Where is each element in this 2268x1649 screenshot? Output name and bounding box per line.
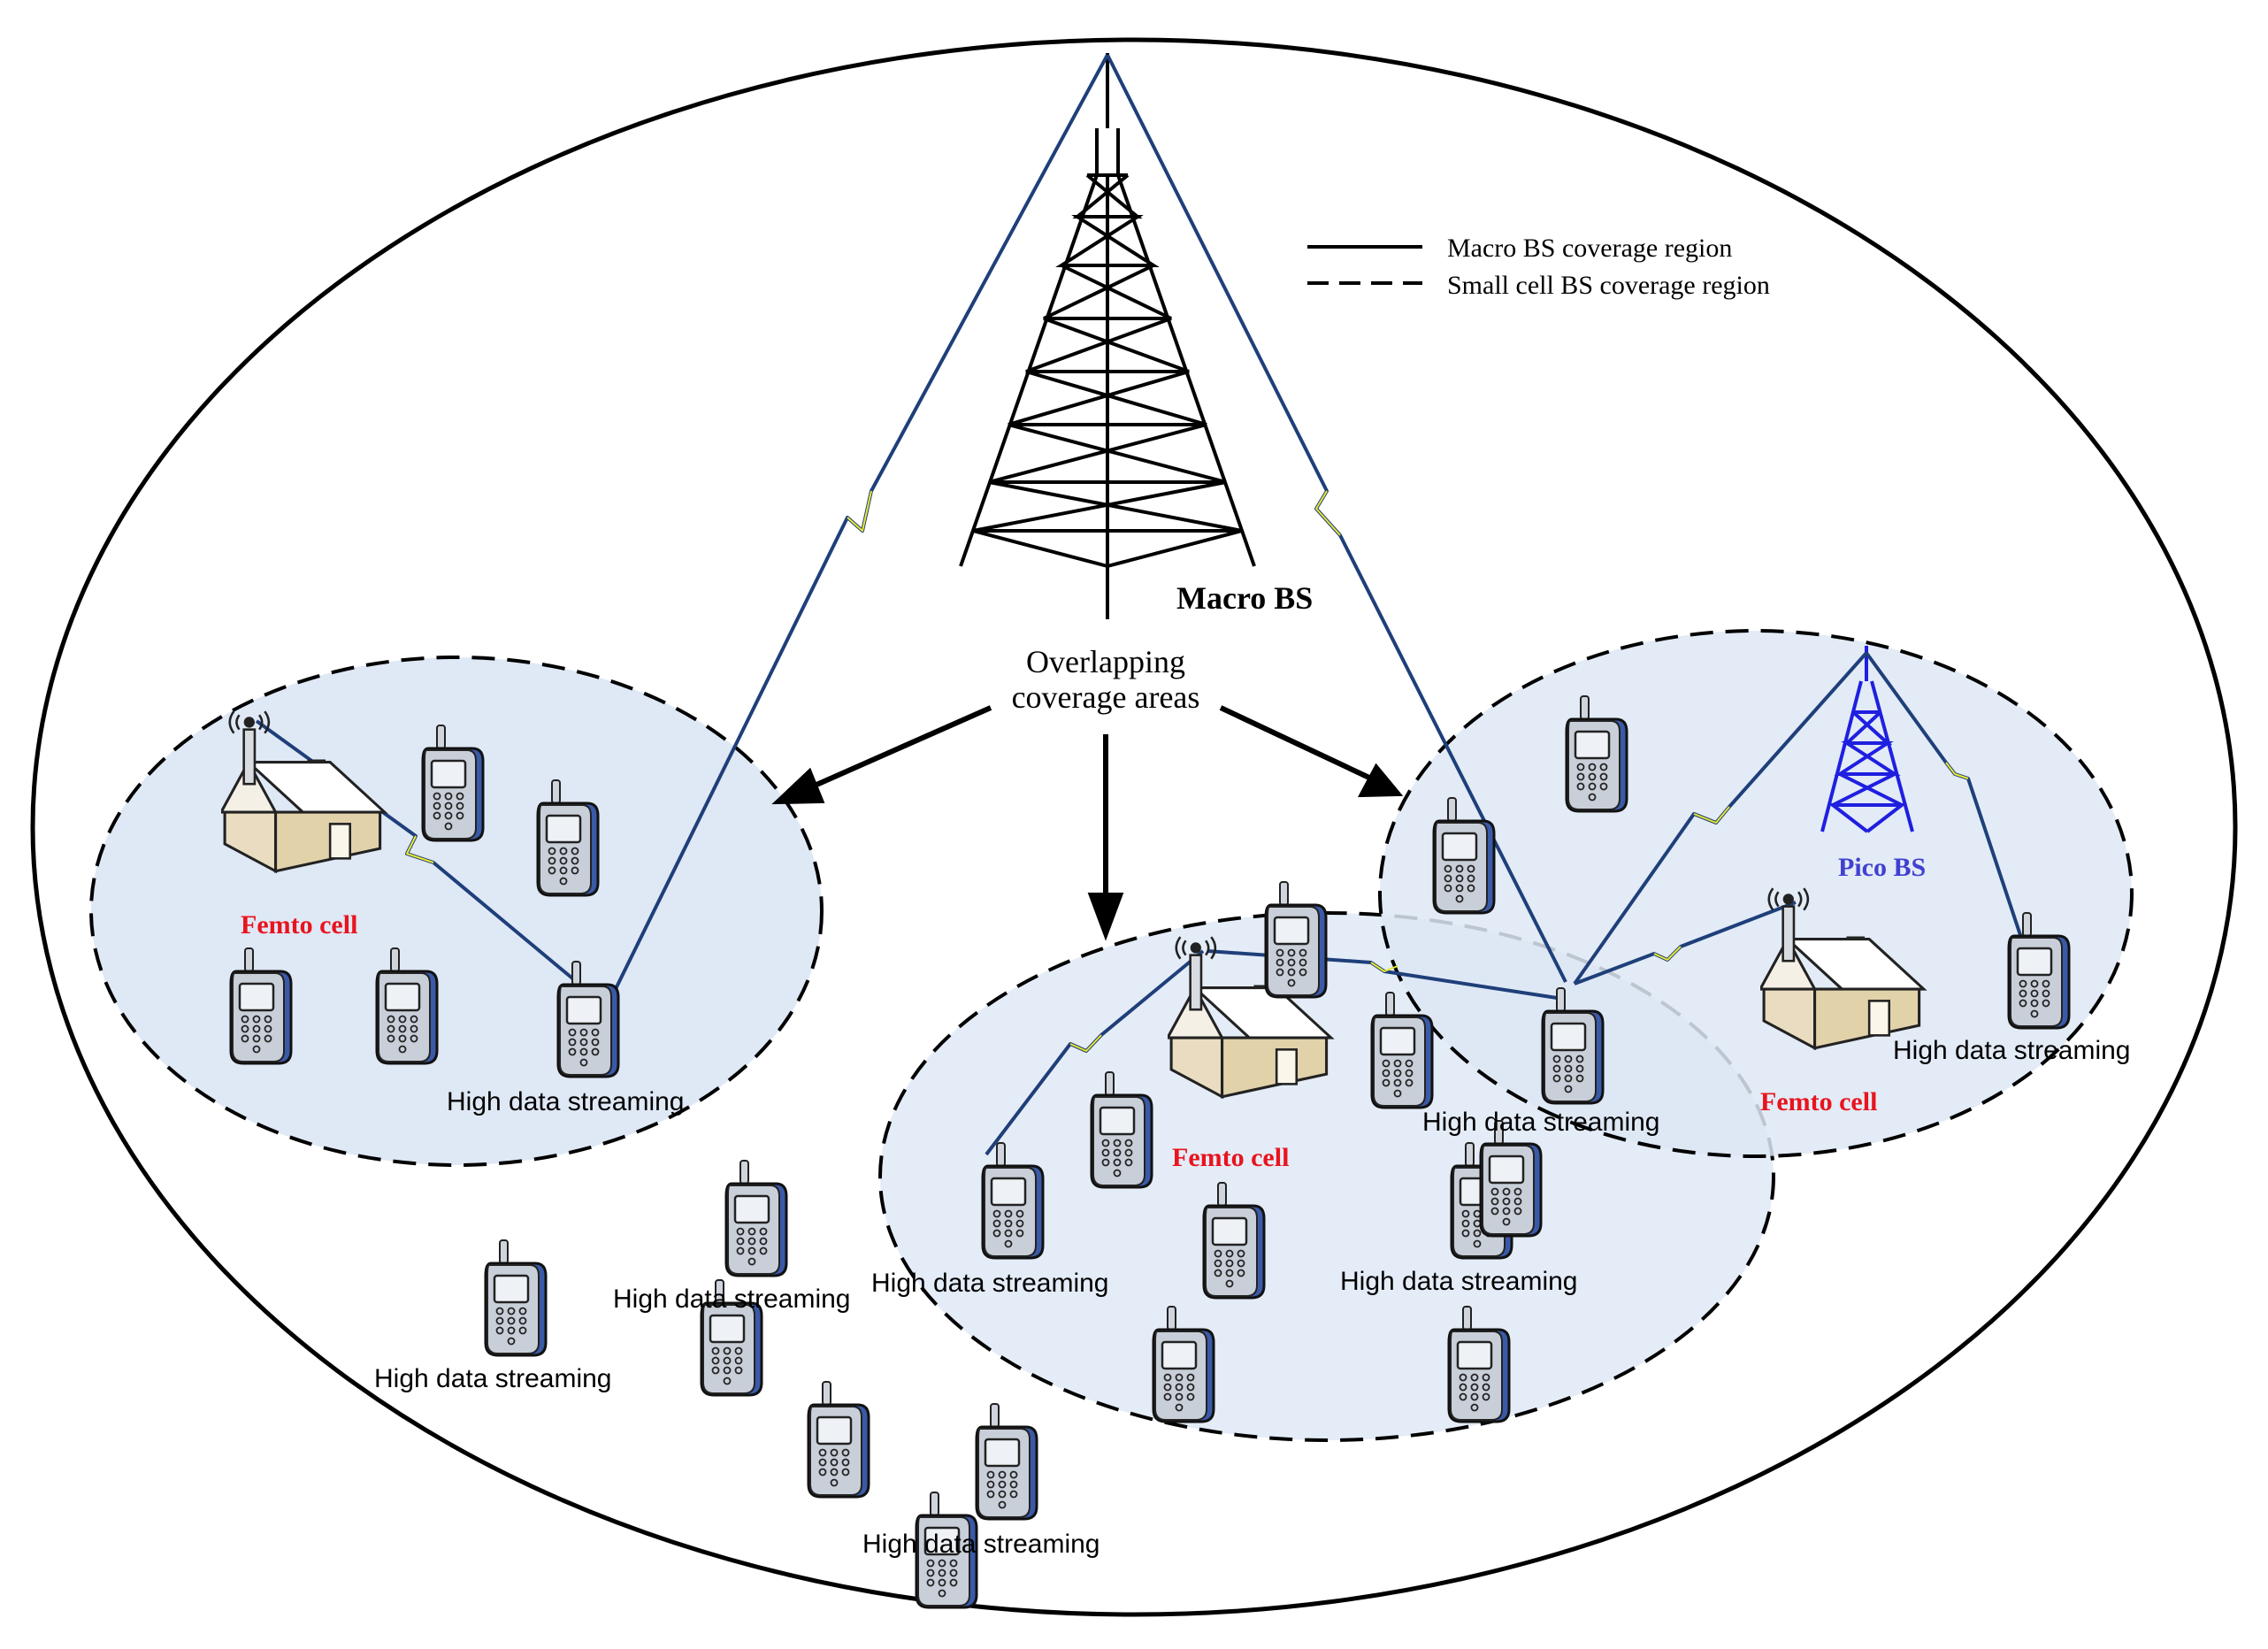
mobile-phone-icon bbox=[1264, 880, 1328, 999]
mobile-phone-icon bbox=[975, 1402, 1038, 1521]
hds-outside-3-label: High data streaming bbox=[862, 1530, 1100, 1559]
femto-cell-right-label: Femto cell bbox=[1760, 1087, 1877, 1116]
femto-cell-left-label: Femto cell bbox=[241, 910, 357, 940]
overlap-label-line1: Overlapping bbox=[1026, 644, 1185, 679]
hds-center-right-label: High data streaming bbox=[1340, 1267, 1577, 1296]
hds-right-mid-label: High data streaming bbox=[1422, 1108, 1659, 1137]
mobile-phone-icon bbox=[484, 1239, 548, 1357]
pico-bs-label: Pico BS bbox=[1838, 853, 1926, 882]
mobile-phone-icon bbox=[807, 1380, 870, 1499]
legend-macro-label: Macro BS coverage region bbox=[1447, 234, 1732, 263]
hds-outside-1-label: High data streaming bbox=[613, 1285, 850, 1314]
legend-small-label: Small cell BS coverage region bbox=[1447, 271, 1770, 300]
overlap-arrows bbox=[771, 705, 1404, 941]
femto-cell-center-label: Femto cell bbox=[1172, 1143, 1289, 1172]
legend: Macro BS coverage region Small cell BS c… bbox=[1307, 234, 1770, 300]
macro-coverage-region bbox=[30, 37, 2238, 1617]
arrow-right-head bbox=[1357, 763, 1404, 798]
overlap-label-line2: coverage areas bbox=[1012, 679, 1200, 715]
arrow-left-head bbox=[771, 767, 825, 805]
hds-right-far-label: High data streaming bbox=[1893, 1036, 2130, 1065]
macro-bs-label: Macro BS bbox=[1176, 580, 1313, 616]
hds-outside-2-label: High data streaming bbox=[374, 1364, 611, 1393]
hds-left-label: High data streaming bbox=[447, 1087, 684, 1116]
pico-bs-tower-icon bbox=[1820, 646, 1914, 833]
hds-center-left-label: High data streaming bbox=[871, 1269, 1108, 1298]
arrow-down-head bbox=[1087, 893, 1124, 941]
mobile-phone-icon bbox=[724, 1159, 788, 1277]
macro-bs-tower-icon bbox=[959, 53, 1256, 619]
